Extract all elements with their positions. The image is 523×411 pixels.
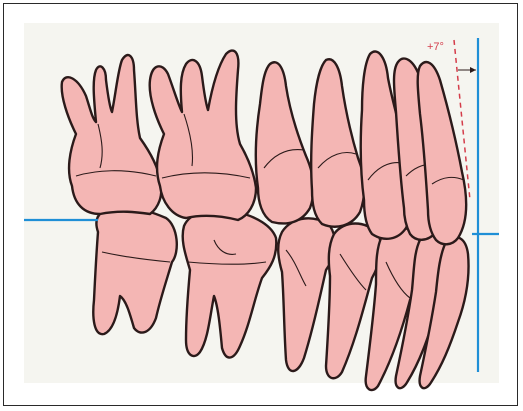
upper-premolar-2 <box>311 59 364 226</box>
angle-arrow-head <box>470 67 476 73</box>
lower-molar-2 <box>183 210 277 358</box>
upper-molar-2 <box>150 51 256 220</box>
upper-premolar-1 <box>256 62 314 223</box>
angle-label: +7° <box>427 41 444 53</box>
lower-molar-1 <box>93 209 176 334</box>
upper-molar-1 <box>62 55 162 214</box>
